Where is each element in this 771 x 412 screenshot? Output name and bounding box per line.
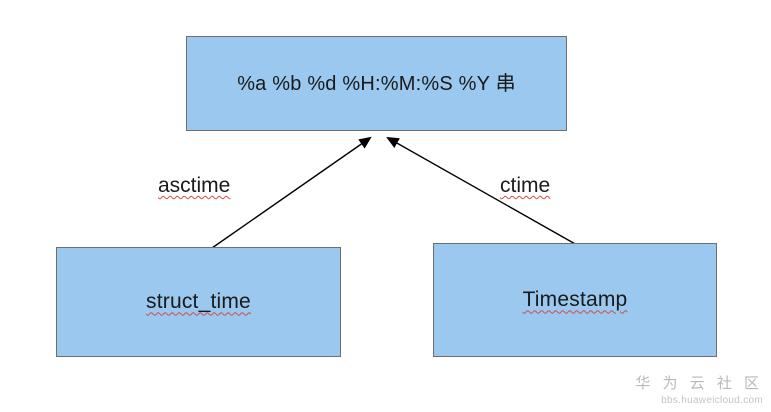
node-timestamp[interactable]: Timestamp: [433, 243, 717, 357]
node-format-string-label: %a %b %d %H:%M:%S %Y 串: [237, 72, 516, 95]
node-struct-time-label: struct_time: [146, 290, 251, 314]
edge-label-ctime: ctime: [500, 174, 551, 197]
node-format-string[interactable]: %a %b %d %H:%M:%S %Y 串: [186, 36, 567, 131]
watermark-sub-text: bbs.huaweicloud.com: [661, 395, 763, 406]
node-timestamp-label: Timestamp: [522, 288, 628, 312]
watermark: 华 为 云 社 区 bbs.huaweicloud.com: [635, 372, 763, 406]
watermark-main-text: 华 为 云 社 区: [635, 375, 763, 392]
node-struct-time[interactable]: struct_time: [56, 247, 341, 357]
edge-label-asctime: asctime: [158, 174, 231, 197]
edge-ctime-line: [386, 136, 578, 246]
edge-asctime-line: [211, 136, 372, 249]
